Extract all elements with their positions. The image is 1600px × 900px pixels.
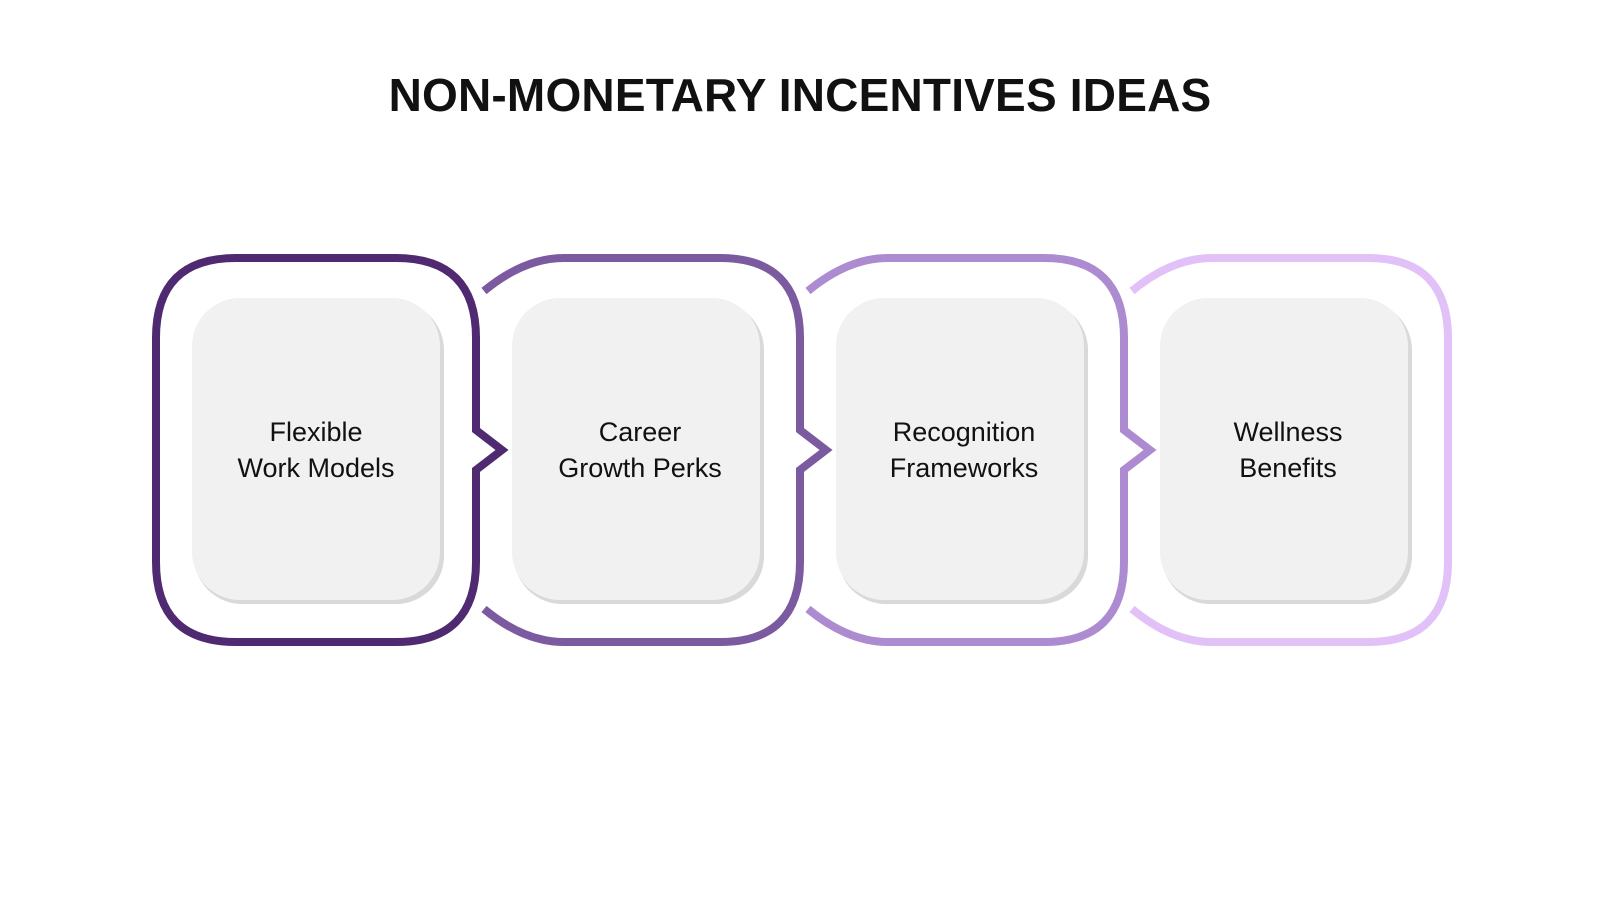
step-2-label: Career Growth Perks [520,414,760,486]
step-3-label-line1: Recognition [892,417,1036,447]
step-3-label: Recognition Frameworks [844,414,1084,486]
step-4 [1129,254,1452,646]
step-1-label-line2: Work Models [237,453,395,483]
step-3-label-line2: Frameworks [889,453,1039,483]
step-2-label-line2: Growth Perks [558,453,722,483]
step-4-label: Wellness Benefits [1168,414,1408,486]
step-1-label: Flexible Work Models [196,414,436,486]
step-4-label-line2: Benefits [1239,453,1337,483]
step-3 [805,254,1157,646]
step-4-card [1160,298,1408,600]
step-1-label-line1: Flexible [269,417,363,447]
step-4-label-line1: Wellness [1233,417,1343,447]
step-2-label-line1: Career [598,417,682,447]
step-2 [481,254,833,646]
step-2-frame [481,254,833,646]
page-title: NON-MONETARY INCENTIVES IDEAS [388,69,1212,121]
step-1-card [192,298,440,600]
step-3-frame [805,254,1157,646]
step-1 [152,254,509,646]
step-3-card [836,298,1084,600]
step-4-frame [1129,254,1452,646]
step-2-card [512,298,760,600]
step-1-frame [152,254,509,646]
